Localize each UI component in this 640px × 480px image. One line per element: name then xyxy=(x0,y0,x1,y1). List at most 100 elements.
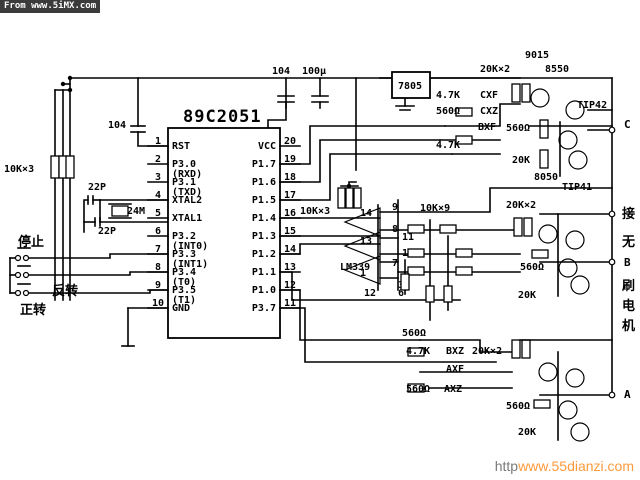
mcu-chip xyxy=(167,127,281,339)
watermark: httpwww.55dianzi.com xyxy=(495,458,634,474)
pullup-resistor-label: 10K×3 xyxy=(4,164,34,175)
mcu-name: 89C2051 xyxy=(183,107,262,127)
mcu-pin-label: P1.5 xyxy=(252,195,276,206)
t8050-label: 8050 xyxy=(534,172,558,183)
mcu-pin-number: 6 xyxy=(155,226,161,237)
regulator-7805 xyxy=(391,71,431,99)
mcu-pin-number: 7 xyxy=(155,244,161,255)
lm339-comparator xyxy=(343,199,399,291)
junction-dot xyxy=(60,81,66,87)
mcu-pin-label: XTAL1 xyxy=(172,213,202,224)
mcu-pin-number: 9 xyxy=(155,280,161,291)
mcu-pin-label: P1.0 xyxy=(252,285,276,296)
phase-b-label: B xyxy=(624,256,631,269)
mcu-pin-label: P1.1 xyxy=(252,267,276,278)
mcu-pin-number: 5 xyxy=(155,208,161,219)
mcu-pin-number: 16 xyxy=(284,208,296,219)
mcu-pin-label: P1.3 xyxy=(252,231,276,242)
switch-contact xyxy=(22,271,30,279)
reset-capacitor-label: 104 xyxy=(108,120,126,131)
switch-contact xyxy=(22,289,30,297)
crystal-label: 24M xyxy=(127,206,145,217)
phase-c-label: C xyxy=(624,118,631,131)
pullup-resistor-1 xyxy=(50,155,60,179)
mcu-pin-sublabel: (T1) xyxy=(172,295,196,306)
crystal-cap-label-1: 22P xyxy=(88,182,106,193)
motor-label-2: 无 xyxy=(621,235,635,250)
divider-label: 10K×9 xyxy=(420,203,450,214)
stop-switch-label: 停止 xyxy=(18,234,44,250)
mcu-pin-label: P3.2 xyxy=(172,231,196,242)
switch-wiring xyxy=(9,247,169,347)
comparator-pullups xyxy=(337,181,362,209)
mcu-pin-number: 13 xyxy=(284,262,296,273)
comparator-pin-number: 12 xyxy=(364,288,376,299)
mcu-pin-number: 20 xyxy=(284,136,296,147)
motor-label-3: 刷 xyxy=(622,279,635,294)
bxf-label: BXF xyxy=(478,122,496,133)
comparator-pin-number: 14 xyxy=(360,208,372,219)
mcu-pin-label: P3.5 xyxy=(172,285,196,296)
phase-c-terminal xyxy=(608,126,616,134)
reverse-switch-label: 反转 xyxy=(52,283,78,299)
pullup-wiring xyxy=(54,77,71,301)
source-banner: From www.5iMX.com xyxy=(0,0,101,13)
forward-switch-label: 正转 xyxy=(20,302,46,318)
mcu-pin-label: P3.3 xyxy=(172,249,196,260)
motor-terminal-top xyxy=(608,210,616,218)
mcu-pin-label: P1.7 xyxy=(252,159,276,170)
r-560-a2-label: 560Ω xyxy=(506,401,530,412)
r-560-a-label: 560Ω xyxy=(406,384,430,395)
axz-label: AXZ xyxy=(444,384,462,395)
r-4k7-c2-label: 4.7K xyxy=(436,140,460,151)
pullup-resistor-3 xyxy=(65,155,75,179)
mcu-pin-number: 10 xyxy=(152,298,164,309)
comparator-pin-number: 9 xyxy=(392,202,398,213)
mcu-pin-label: P1.2 xyxy=(252,249,276,260)
cxz-label: CXZ xyxy=(480,106,498,117)
regulator-label: 7805 xyxy=(398,81,422,92)
phase-b-terminal xyxy=(608,258,616,266)
mcu-pin-sublabel: (T0) xyxy=(172,277,196,288)
motor-label-1: 接 xyxy=(622,206,635,222)
mcu-pin-label: P1.6 xyxy=(252,177,276,188)
mcu-pin-label: P3.7 xyxy=(252,303,276,314)
mcu-pin-number: 3 xyxy=(155,172,161,183)
comparator-pin-number: 1 xyxy=(360,268,366,279)
r-20k2-b-label: 20K×2 xyxy=(506,200,536,211)
r-560-c2-label: 560Ω xyxy=(506,123,530,134)
motor-label-5: 机 xyxy=(622,318,635,334)
mcu-pin-number: 19 xyxy=(284,154,296,165)
mcu-pin-label: P3.0 xyxy=(172,159,196,170)
phase-a-driver xyxy=(407,339,613,442)
mcu-pin-sublabel: (RXD) xyxy=(172,169,202,180)
reset-capacitor xyxy=(130,77,169,147)
r-560-b-label: 560Ω xyxy=(520,262,544,273)
junction-dot xyxy=(67,75,73,81)
mcu-pin-number: 4 xyxy=(155,190,161,201)
mcu-pin-number: 1 xyxy=(155,136,161,147)
supply-capacitors xyxy=(277,95,329,109)
mcu-pin-number: 8 xyxy=(155,262,161,273)
mcu-pin-sublabel: (TXD) xyxy=(172,187,202,198)
comparator-pin-number: 13 xyxy=(360,236,372,247)
switch-contact xyxy=(14,254,22,262)
junction-dot xyxy=(67,87,73,93)
bxz-label: BXZ xyxy=(446,346,464,357)
mcu-pin-number: 2 xyxy=(155,154,161,165)
mcu-pin-label: P1.4 xyxy=(252,213,276,224)
switch-contact xyxy=(14,271,22,279)
mcu-pin-sublabel: (INT1) xyxy=(172,259,208,270)
r-20k-b-label: 20K xyxy=(518,290,536,301)
comparator-pin-number: 7 xyxy=(392,258,398,269)
mcu-pin-label: VCC xyxy=(258,141,276,152)
r-20k-c-label: 20K xyxy=(512,155,530,166)
r-4k7-a-label: 4.7K xyxy=(406,346,430,357)
comparator-pin-number: 8 xyxy=(392,224,398,235)
watermark-prefix: http xyxy=(494,458,519,474)
r-560-c-label: 560Ω xyxy=(436,106,460,117)
t8550-label: 8550 xyxy=(545,64,569,75)
mcu-pin-label: RST xyxy=(172,141,190,152)
mcu-pin-number: 12 xyxy=(284,280,296,291)
